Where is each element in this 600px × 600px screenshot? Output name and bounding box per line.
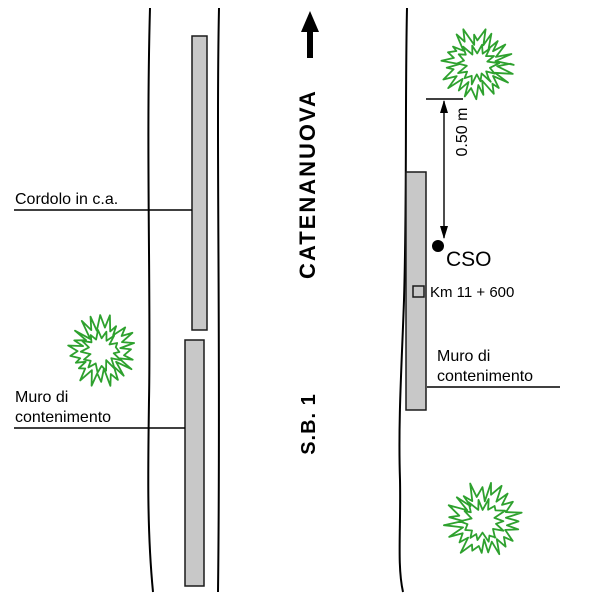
road-name-label: S.B. 1 (298, 393, 320, 455)
curb-bar (191, 35, 208, 331)
tree-icon (67, 314, 135, 387)
km-marker-square (412, 285, 425, 298)
cso-label: CSO (446, 248, 492, 271)
cso-point (432, 240, 444, 252)
retaining-wall-bar-left (184, 339, 205, 587)
north-arrow-icon (301, 11, 319, 58)
tree-icon (440, 28, 515, 101)
left-road-left-edge-line (147, 7, 154, 593)
direction-label: CATENANUOVA (295, 89, 320, 279)
right-road-edge-line (398, 7, 408, 593)
km-label: Km 11 + 600 (430, 284, 514, 301)
wall-left-label-line1: Muro di (15, 389, 68, 406)
dimension-label: 0.50 m (454, 108, 471, 157)
cordolo-label: Cordolo in c.a. (15, 191, 118, 208)
left-road-right-edge-line (217, 7, 220, 593)
wall-left-label-line2: contenimento (15, 409, 111, 426)
tree-icon (443, 482, 523, 556)
dimension-line (426, 98, 463, 239)
wall-right-label-line1: Muro di (437, 348, 490, 365)
wall-right-label-line2: contenimento (437, 368, 533, 385)
